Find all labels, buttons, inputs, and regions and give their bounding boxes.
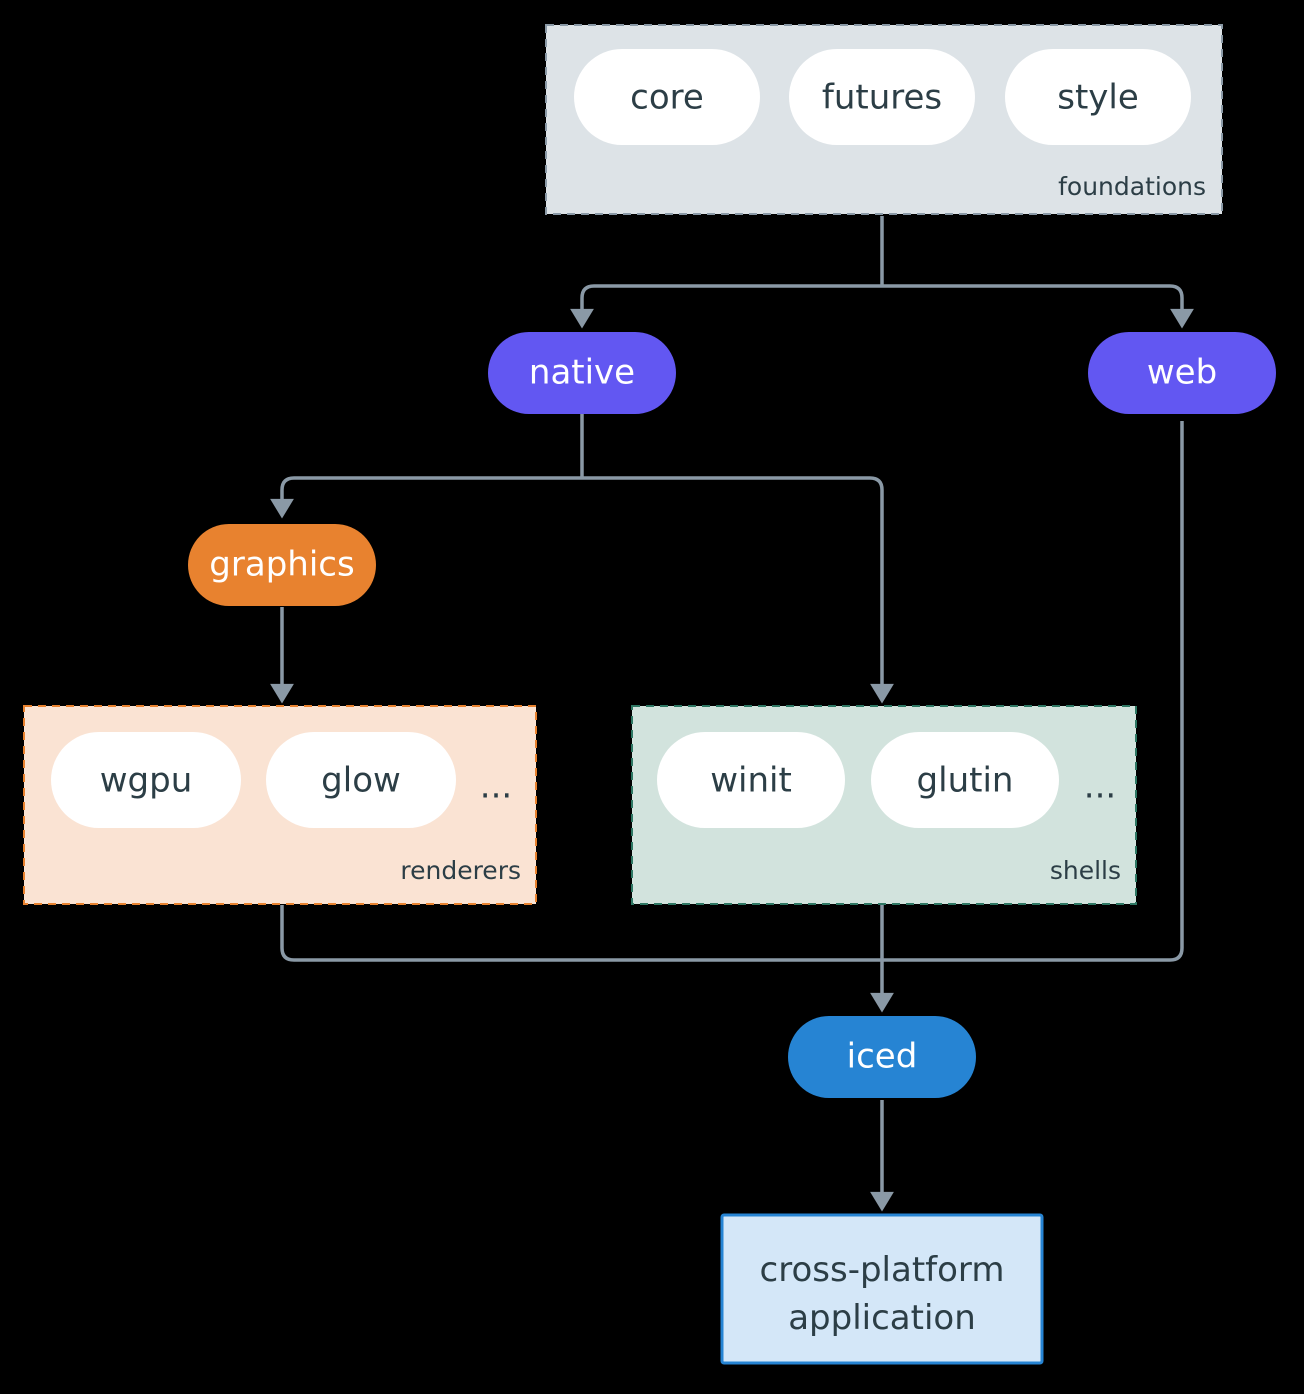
node-native-shape: [488, 332, 676, 414]
node-native-label: native: [529, 353, 635, 393]
cluster-foundations: core futures style foundations: [545, 24, 1223, 215]
edge-web-to-iced: [882, 421, 1184, 962]
node-glutin-shape: [871, 732, 1059, 828]
edge-native-to-graphics: [270, 476, 582, 519]
node-style-shape: [1005, 49, 1191, 145]
node-wgpu[interactable]: wgpu: [51, 732, 241, 828]
cluster-renderers-label: renderers: [400, 856, 521, 885]
node-web[interactable]: web: [1088, 332, 1276, 414]
node-graphics[interactable]: graphics: [188, 524, 376, 606]
node-core-label: core: [630, 78, 704, 118]
node-graphics-label: graphics: [209, 545, 354, 585]
node-winit[interactable]: winit: [657, 732, 845, 828]
node-cross-platform-application-label-line1: cross-platform: [760, 1250, 1005, 1290]
node-glutin[interactable]: glutin: [871, 732, 1059, 828]
cluster-foundations-label: foundations: [1058, 172, 1206, 201]
node-wgpu-shape: [51, 732, 241, 828]
node-glutin-label: glutin: [917, 761, 1014, 801]
node-futures-shape: [789, 49, 975, 145]
node-style-label: style: [1057, 78, 1139, 118]
edge-foundations-to-web: [882, 284, 1194, 329]
edge-layer: [270, 216, 1194, 1212]
cluster-shells-label: shells: [1050, 856, 1121, 885]
node-core-shape: [574, 49, 760, 145]
node-futures-label: futures: [822, 78, 942, 118]
node-winit-label: winit: [710, 761, 792, 801]
node-wgpu-label: wgpu: [100, 761, 193, 801]
node-core[interactable]: core: [574, 49, 760, 145]
renderers-ellipsis: ...: [480, 767, 512, 807]
node-iced-shape: [788, 1016, 976, 1098]
node-iced[interactable]: iced: [788, 1016, 976, 1098]
edge-renderers-to-iced: [280, 905, 882, 962]
node-cross-platform-application-shape: [720, 1213, 1044, 1365]
edge-native-to-shells: [582, 476, 894, 704]
node-glow[interactable]: glow: [266, 732, 456, 828]
node-style[interactable]: style: [1005, 49, 1191, 145]
edge-foundations-to-native: [570, 284, 882, 329]
node-glow-label: glow: [321, 761, 401, 801]
node-iced-label: iced: [847, 1037, 918, 1077]
node-graphics-shape: [188, 524, 376, 606]
node-glow-shape: [266, 732, 456, 828]
node-native[interactable]: native: [488, 332, 676, 414]
node-cross-platform-application-label-line2: application: [788, 1298, 976, 1338]
node-web-label: web: [1147, 353, 1217, 393]
node-futures[interactable]: futures: [789, 49, 975, 145]
node-web-shape: [1088, 332, 1276, 414]
cluster-renderers: wgpu glow ... renderers: [23, 705, 537, 905]
shells-ellipsis: ...: [1084, 767, 1116, 807]
node-winit-shape: [657, 732, 845, 828]
node-cross-platform-application[interactable]: cross-platform application: [720, 1213, 1044, 1365]
cluster-shells: winit glutin ... shells: [631, 705, 1137, 905]
